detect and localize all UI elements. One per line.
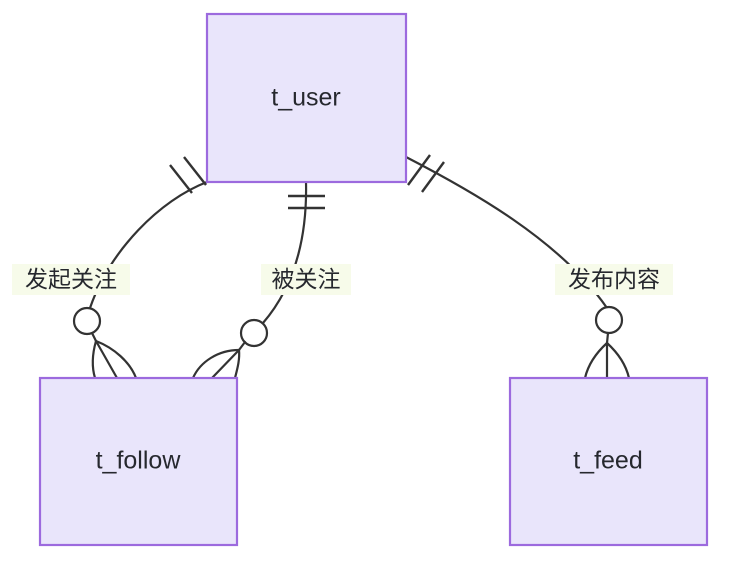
cardinality-tick-one-a-publish-content (407, 154, 431, 186)
cardinality-tick-one-b-initiate-follow (183, 156, 207, 186)
relationship-be-followed[interactable]: 被关注 (191, 180, 351, 380)
cardinality-zero-circle-initiate-follow (72, 306, 102, 336)
entity-name-t-feed: t_feed (573, 447, 643, 475)
crowsfoot-prong-left-be-followed (191, 348, 241, 380)
crowsfoot-prong-right-be-followed (233, 348, 241, 380)
crowsfoot-stem-be-followed (237, 340, 247, 352)
relationship-label-bg-initiate-follow (12, 264, 130, 295)
relationship-label-publish-content: 发布内容 (568, 266, 660, 292)
relationship-publish-content[interactable]: 发布内容 (404, 154, 673, 380)
entity-t-feed[interactable]: t_feed (508, 376, 709, 547)
entity-t-user[interactable]: t_user (205, 12, 408, 184)
cardinality-tick-one-a-initiate-follow (169, 164, 193, 194)
entity-box-t-feed (508, 376, 709, 547)
crowsfoot-prong-middle-initiate-follow (94, 339, 119, 380)
entity-t-follow[interactable]: t_follow (38, 376, 239, 547)
relationship-label-be-followed: 被关注 (272, 266, 341, 292)
entity-name-t-follow: t_follow (96, 447, 182, 475)
entity-name-t-user: t_user (271, 84, 340, 112)
crowsfoot-prong-left-publish-content (583, 341, 609, 380)
crowsfoot-prong-middle-be-followed (210, 348, 241, 380)
cardinality-zero-circle-publish-content (594, 305, 624, 335)
relationship-initiate-follow[interactable]: 发起关注 (12, 156, 209, 380)
entity-box-t-user (205, 12, 408, 184)
relationship-label-initiate-follow: 发起关注 (25, 266, 117, 292)
crowsfoot-stem-initiate-follow (90, 331, 98, 343)
crowsfoot-prong-left-initiate-follow (91, 339, 98, 380)
crowsfoot-prong-right-publish-content (605, 341, 631, 380)
cardinality-tick-one-b-publish-content (421, 161, 445, 193)
crowsfoot-prong-right-initiate-follow (94, 339, 138, 380)
relationship-label-bg-be-followed (261, 264, 351, 295)
cardinality-zero-circle-be-followed (239, 318, 269, 348)
crowsfoot-stem-publish-content (605, 331, 610, 345)
relationship-label-bg-publish-content (555, 264, 673, 295)
relationship-line-be-followed (261, 180, 308, 325)
entity-box-t-follow (38, 376, 239, 547)
